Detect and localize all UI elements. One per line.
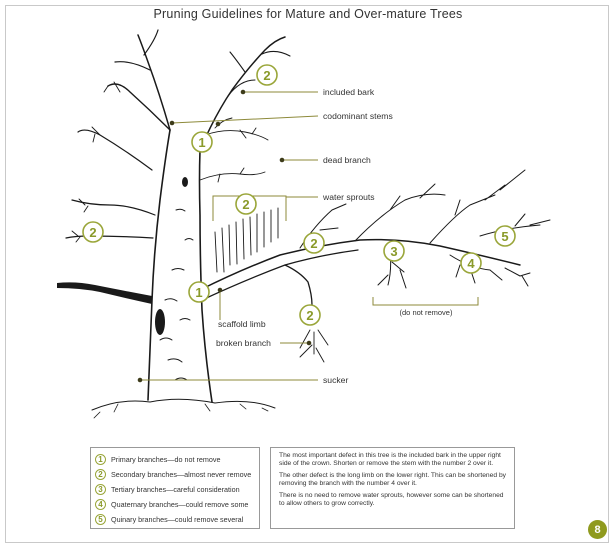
marker-quaternary: 4 bbox=[460, 252, 482, 274]
legend-label-5: Quinary branches—could remove several bbox=[111, 514, 244, 524]
legend-badge-5: 5 bbox=[95, 513, 106, 525]
legend-badge-3: 3 bbox=[95, 483, 106, 495]
legend-label-2: Secondary branches—almost never remove bbox=[111, 469, 252, 479]
svg-text:1: 1 bbox=[195, 285, 202, 300]
legend-item-5: 5 Quinary branches—could remove several bbox=[95, 512, 243, 526]
note-paragraph-3: There is no need to remove water sprouts… bbox=[279, 491, 504, 508]
label-water-sprouts: water sprouts bbox=[322, 192, 375, 202]
legend-badge-4: 4 bbox=[95, 498, 106, 510]
svg-text:2: 2 bbox=[89, 225, 96, 240]
svg-text:1: 1 bbox=[198, 135, 205, 150]
marker-broken-branch: 2 bbox=[299, 304, 321, 326]
legend-item-1: 1 Primary branches—do not remove bbox=[95, 452, 220, 466]
label-included-bark: included bark bbox=[323, 87, 375, 97]
legend-box: 1 Primary branches—do not remove 2 Secon… bbox=[90, 447, 260, 529]
marker-codominant: 1 bbox=[191, 131, 213, 153]
svg-text:3: 3 bbox=[390, 244, 397, 259]
branch-markers: 2 1 2 2 2 1 2 3 4 5 bbox=[82, 64, 516, 326]
label-do-not-remove: (do not remove) bbox=[400, 308, 453, 317]
note-paragraph-1: The most important defect in this tree i… bbox=[279, 452, 501, 468]
legend-badge-1: 1 bbox=[95, 453, 106, 465]
legend-item-4: 4 Quaternary branches—could remove some bbox=[95, 497, 248, 511]
tree-trunk bbox=[147, 129, 213, 403]
label-sucker: sucker bbox=[323, 375, 348, 385]
legend-label-1: Primary branches—do not remove bbox=[111, 454, 221, 464]
label-dead-branch: dead branch bbox=[323, 155, 371, 165]
marker-left-branch: 2 bbox=[82, 221, 104, 243]
svg-text:2: 2 bbox=[263, 68, 270, 83]
broken-branch-drawing bbox=[284, 264, 329, 363]
legend-item-3: 3 Tertiary branches—careful consideratio… bbox=[95, 482, 240, 496]
label-codominant-stems: codominant stems bbox=[323, 111, 393, 121]
label-scaffold-limb: scaffold limb bbox=[218, 319, 266, 329]
legend-label-4: Quaternary branches—could remove some bbox=[111, 499, 249, 509]
svg-text:4: 4 bbox=[467, 256, 475, 271]
ground bbox=[91, 398, 276, 419]
svg-text:2: 2 bbox=[310, 236, 317, 251]
water-sprouts-drawing bbox=[214, 207, 279, 273]
legend-badge-2: 2 bbox=[95, 468, 106, 480]
page-title: Pruning Guidelines for Mature and Over-m… bbox=[153, 7, 463, 21]
svg-text:2: 2 bbox=[242, 197, 249, 212]
page-number-badge: 8 bbox=[588, 520, 607, 539]
marker-water-sprouts: 2 bbox=[235, 193, 257, 215]
label-broken-branch: broken branch bbox=[216, 338, 271, 348]
marker-tertiary: 3 bbox=[383, 240, 405, 262]
notes-box: The most important defect in this tree i… bbox=[270, 447, 515, 529]
marker-scaffold-primary: 1 bbox=[188, 281, 210, 303]
note-paragraph-2: The other defect is the long limb on the… bbox=[279, 471, 507, 488]
svg-text:2: 2 bbox=[306, 308, 313, 323]
legend-item-2: 2 Secondary branches—almost never remove bbox=[95, 467, 251, 481]
legend-label-3: Tertiary branches—careful consideration bbox=[111, 484, 240, 494]
marker-quinary: 5 bbox=[494, 225, 516, 247]
marker-included-bark: 2 bbox=[256, 64, 278, 86]
marker-scaffold-secondary: 2 bbox=[303, 232, 325, 254]
tree-upper-crown bbox=[114, 29, 291, 183]
callout-labels: included bark codominant stems dead bran… bbox=[216, 87, 453, 385]
leader-lines bbox=[137, 89, 479, 383]
svg-text:5: 5 bbox=[501, 229, 508, 244]
